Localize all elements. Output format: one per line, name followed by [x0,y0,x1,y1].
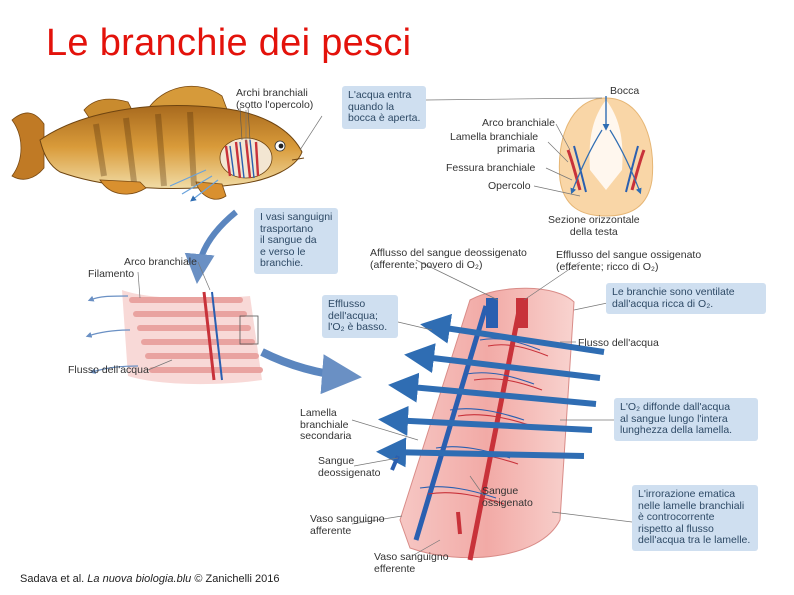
callout-line: trasportano [260,222,314,235]
label-line: Lamella [300,407,337,419]
label-line: Sangue [482,485,519,497]
gill-filaments-illustration [85,290,263,385]
label-efflusso-sangue: Efflusso del sangue ossigenato (efferent… [556,249,702,273]
label-vaso-efferente: Vaso sanguigno efferente [374,551,449,575]
callout-line: dell'acqua tra le lamelle. [638,534,751,546]
label-sangue-deossigenato: Sangue deossigenato [318,455,381,479]
callout-line: è controcorrente [638,511,715,523]
label-line: branchiale [300,418,349,431]
label-line: Sangue [318,455,355,467]
callout-line: l'O₂ è basso. [328,321,388,333]
label-flusso-acqua-left: Flusso dell'acqua [68,364,149,376]
callout-line: L'O₂ diffonde dall'acqua [620,401,731,413]
label-lamella-primaria: Lamella branchiale primaria [450,131,539,155]
lamella-illustration [376,287,605,561]
label-line: secondaria [300,430,352,442]
callout-line: Efflusso [328,298,366,310]
label-archi-branchiali: Archi branchiali (sotto l'opercolo) [236,87,314,111]
zoom-arrow-lower [260,348,362,395]
label-line: Lamella branchiale [450,131,539,143]
label-afflusso-sangue: Afflusso del sangue deossigenato (affere… [370,247,527,271]
label-flusso-acqua-right: Flusso dell'acqua [578,337,659,349]
callout-line: I vasi sanguigni [260,211,333,223]
label-line: Efflusso del sangue ossigenato [556,249,702,261]
label-line: Sezione orizzontale [548,214,640,226]
head-section-illustration [558,96,654,217]
callout-line: al sangue lungo l'intera [620,412,728,425]
callout-line: quando la [348,100,395,113]
callout-line: dall'acqua ricca di O₂. [612,297,714,310]
callout-irrorazione: L'irrorazione ematica nelle lamelle bran… [632,485,758,551]
label-line: Archi branchiali [236,87,308,99]
label-sezione: Sezione orizzontale della testa [548,214,640,238]
label-line: (efferente; ricco di O₂) [556,260,659,273]
source-credit: Sadava et al. La nuova biologia.blu © Za… [20,573,279,585]
leader-lines [137,97,633,557]
callout-vasi-sanguigni: I vasi sanguigni trasportano il sangue d… [254,208,338,274]
label-line: efferente [374,562,416,575]
page-title: Le branchie dei pesci [46,22,412,64]
label-vaso-afferente: Vaso sanguigno afferente [310,513,385,537]
zoom-arrow-upper [184,209,238,284]
callout-line: Le branchie sono ventilate [612,286,735,298]
callout-line: branchie. [260,257,304,269]
callout-line: nelle lamelle branchiali [638,499,745,512]
label-filamento: Filamento [88,268,135,280]
fish-illustration [11,85,305,200]
label-line: (afferente; povero di O₂) [370,258,483,271]
label-line: ossigenato [482,496,533,509]
callout-line: L'acqua entra [348,89,412,101]
callout-diffonde: L'O₂ diffonde dall'acqua al sangue lungo… [614,398,758,441]
callout-line: rispetto al flusso [638,522,714,535]
callout-line: e verso le [260,245,306,258]
credit-authors: Sadava et al. [20,573,88,585]
label-line: afferente [310,524,352,537]
callout-line: lunghezza della lamella. [620,424,733,436]
label-line: Afflusso del sangue deossigenato [370,247,527,259]
label-fessura: Fessura branchiale [446,162,536,174]
label-line: deossigenato [318,466,381,479]
callout-line: bocca è aperta. [348,112,421,124]
label-line: Vaso sanguigno [374,551,449,563]
label-line: della testa [569,225,618,238]
callout-efflusso-acqua: Efflusso dell'acqua; l'O₂ è basso. [322,295,398,338]
label-sangue-ossigenato: Sangue ossigenato [482,485,533,509]
label-bocca: Bocca [610,85,640,97]
label-lamella-secondaria: Lamella branchiale secondaria [300,407,352,443]
callout-line: L'irrorazione ematica [638,488,736,500]
label-opercolo: Opercolo [488,180,531,192]
credit-publisher: © Zanichelli 2016 [191,573,280,585]
credit-book: La nuova biologia.blu [87,573,192,585]
label-arco-branchiale-mid: Arco branchiale [124,256,197,268]
label-arco-branchiale-top: Arco branchiale [482,117,555,129]
callout-ventilate: Le branchie sono ventilate dall'acqua ri… [606,283,766,314]
label-line: Vaso sanguigno [310,513,385,525]
label-line: primaria [497,142,535,155]
callout-line: il sangue da [260,234,317,246]
callout-line: dell'acqua; [328,309,378,322]
label-line: (sotto l'opercolo) [236,98,314,111]
callout-acqua-entra: L'acqua entra quando la bocca è aperta. [342,86,426,129]
